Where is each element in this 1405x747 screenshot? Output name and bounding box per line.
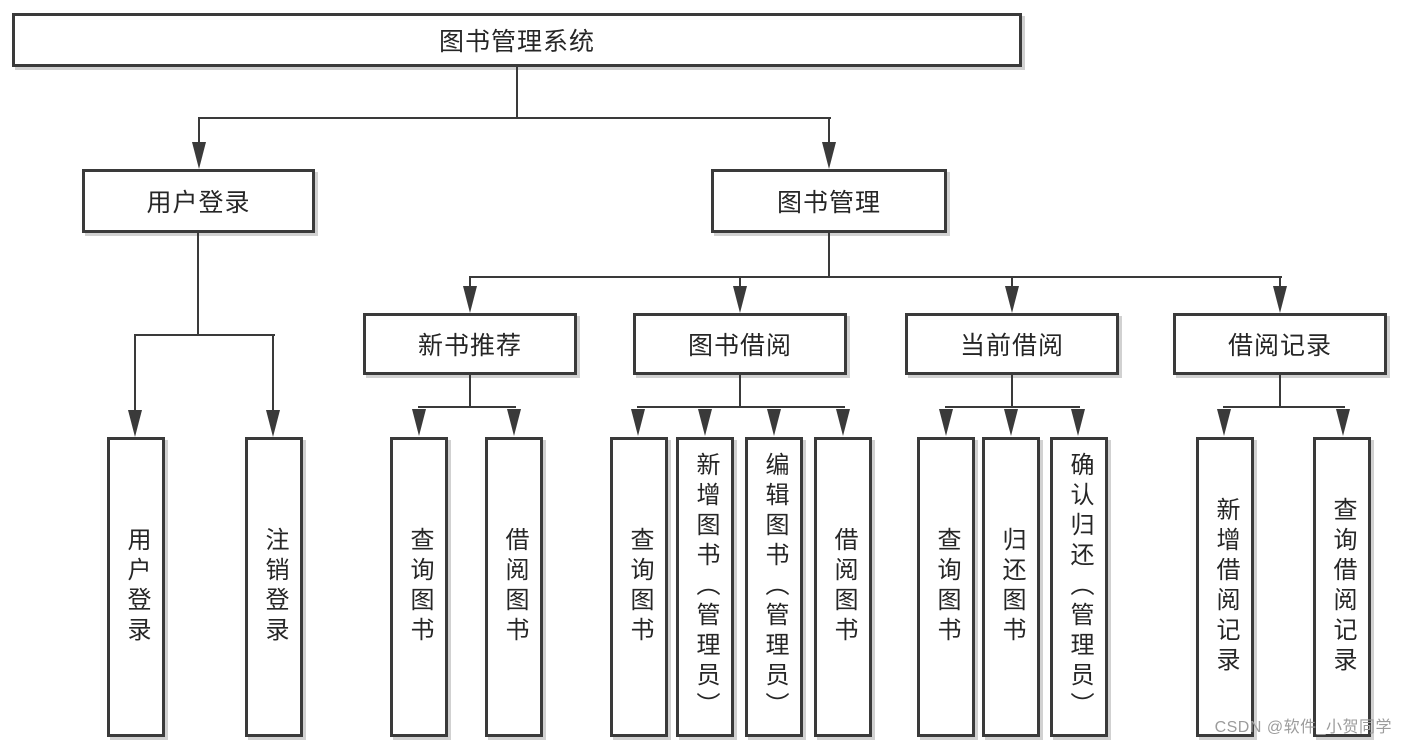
tree-line [134, 334, 136, 411]
leaf-label: 用户登录 [123, 527, 150, 647]
tree-line [739, 374, 741, 408]
arrow-down-icon [412, 409, 426, 436]
csdn-watermark: CSDN @软件_小贺同学 [1214, 719, 1392, 736]
tree-line [1223, 406, 1345, 408]
arrow-down-icon [192, 142, 206, 169]
tree-line [198, 117, 200, 143]
leaf-label: 编辑图书（管理员） [761, 452, 788, 722]
tree-line [197, 233, 199, 336]
leaf-edit-book-admin: 编辑图书（管理员） [745, 437, 803, 737]
tree-line [637, 406, 845, 408]
leaf-query-borrow-record: 查询借阅记录 [1313, 437, 1371, 737]
tree-line [1011, 276, 1013, 287]
arrow-down-icon [1273, 286, 1287, 313]
leaf-label: 查询图书 [626, 527, 653, 647]
tree-line [418, 406, 516, 408]
node-new-book-recommend: 新书推荐 [363, 313, 577, 375]
leaf-query-book-current: 查询图书 [917, 437, 975, 737]
tree-line [469, 276, 1282, 278]
arrow-down-icon [1005, 286, 1019, 313]
tree-line [469, 374, 471, 408]
arrow-down-icon [698, 409, 712, 436]
tree-line [516, 65, 518, 118]
leaf-borrow-book-recommend: 借阅图书 [485, 437, 543, 737]
arrow-down-icon [128, 410, 142, 437]
tree-line [272, 334, 274, 411]
tree-line [828, 117, 830, 143]
leaf-add-book-admin: 新增图书（管理员） [676, 437, 734, 737]
arrow-down-icon [463, 286, 477, 313]
leaf-label: 查询图书 [406, 527, 433, 647]
arrow-down-icon [266, 410, 280, 437]
tree-line [739, 276, 741, 287]
arrow-down-icon [822, 142, 836, 169]
arrow-down-icon [767, 409, 781, 436]
arrow-down-icon [836, 409, 850, 436]
leaf-logout-login: 注销登录 [245, 437, 303, 737]
tree-line [469, 276, 471, 287]
leaf-borrow-book: 借阅图书 [814, 437, 872, 737]
leaf-confirm-return-admin: 确认归还（管理员） [1050, 437, 1108, 737]
leaf-label: 新增借阅记录 [1212, 497, 1239, 677]
node-borrow-record: 借阅记录 [1173, 313, 1387, 375]
leaf-label: 新增图书（管理员） [692, 452, 719, 722]
leaf-label: 借阅图书 [830, 527, 857, 647]
leaf-label: 注销登录 [261, 527, 288, 647]
leaf-query-book-borrow: 查询图书 [610, 437, 668, 737]
tree-line [198, 117, 831, 119]
leaf-query-book-recommend: 查询图书 [390, 437, 448, 737]
tree-line [1279, 374, 1281, 408]
tree-line [828, 233, 830, 278]
node-root-library-management-system: 图书管理系统 [12, 13, 1022, 67]
node-current-borrow: 当前借阅 [905, 313, 1119, 375]
leaf-label: 查询图书 [933, 527, 960, 647]
node-book-management: 图书管理 [711, 169, 947, 233]
node-book-borrow: 图书借阅 [633, 313, 847, 375]
tree-line [1011, 374, 1013, 408]
arrow-down-icon [631, 409, 645, 436]
tree-line [134, 334, 275, 336]
leaf-label: 确认归还（管理员） [1066, 452, 1093, 722]
arrow-down-icon [1004, 409, 1018, 436]
leaf-label: 归还图书 [998, 527, 1025, 647]
arrow-down-icon [1071, 409, 1085, 436]
tree-line [1279, 276, 1281, 287]
arrow-down-icon [733, 286, 747, 313]
tree-line [945, 406, 1080, 408]
arrow-down-icon [939, 409, 953, 436]
leaf-label: 查询借阅记录 [1329, 497, 1356, 677]
arrow-down-icon [507, 409, 521, 436]
leaf-label: 借阅图书 [501, 527, 528, 647]
arrow-down-icon [1217, 409, 1231, 436]
leaf-add-borrow-record: 新增借阅记录 [1196, 437, 1254, 737]
node-user-login: 用户登录 [82, 169, 315, 233]
arrow-down-icon [1336, 409, 1350, 436]
leaf-return-book: 归还图书 [982, 437, 1040, 737]
leaf-user-login: 用户登录 [107, 437, 165, 737]
